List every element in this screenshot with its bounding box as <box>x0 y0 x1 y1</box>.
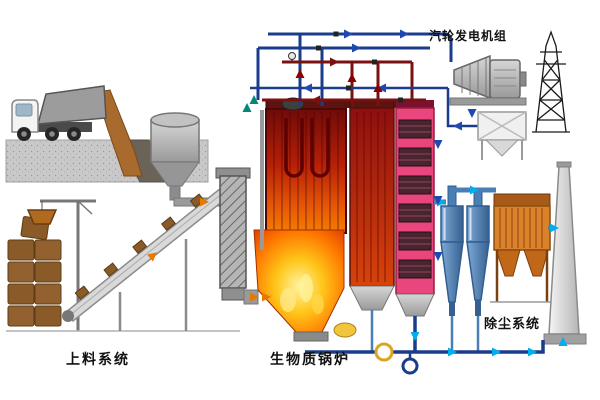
booster-fan <box>401 357 419 375</box>
boiler-furnace <box>253 97 357 342</box>
condenser <box>477 111 527 160</box>
flow-arrow <box>410 332 420 341</box>
bucket-elevator <box>215 167 259 305</box>
label-feeding-system: 上料系统 <box>66 351 130 367</box>
dumped-material <box>95 89 143 177</box>
flow-arrow <box>352 43 361 53</box>
truck-wheels <box>17 127 81 141</box>
label-biomass-boiler: 生物质锅炉 <box>270 351 350 367</box>
conveyor-material <box>74 193 205 300</box>
furnace-flame-zone <box>253 229 345 333</box>
flow-arrow <box>344 29 353 39</box>
heat-exchanger-modules <box>398 119 432 279</box>
flow-arrow <box>303 83 312 93</box>
flow-arrow <box>467 109 477 118</box>
flow-arrow <box>433 252 443 261</box>
chimney <box>543 161 587 345</box>
grab-claw <box>26 209 58 225</box>
feed-silo <box>150 112 223 207</box>
flow-arrow <box>400 29 409 39</box>
induced-draft-fan <box>374 342 394 362</box>
transmission-tower <box>532 30 570 133</box>
turbine-casing <box>453 54 491 100</box>
flue-gas-duct <box>305 340 545 375</box>
economizer-section <box>395 100 435 352</box>
flow-arrow <box>433 140 443 149</box>
flow-arrow <box>528 347 537 357</box>
boiler-second-pass <box>349 99 396 352</box>
flow-arrow <box>453 121 462 131</box>
flow-arrow <box>295 69 305 78</box>
pressure-gauge <box>288 52 296 62</box>
steam-turbine-generator <box>449 54 527 106</box>
flow-arrow <box>347 73 357 82</box>
dump-truck <box>11 85 107 141</box>
truck-tipper-bed <box>36 85 107 125</box>
flow-arrow <box>330 57 339 67</box>
label-turbine-generator: 汽轮发电机组 <box>429 29 508 43</box>
flow-arrow <box>492 347 501 357</box>
flow-arrow <box>242 103 252 112</box>
cyclone-separators <box>434 185 496 352</box>
bale-stack <box>7 216 62 327</box>
bag-filter <box>490 193 555 303</box>
pipe-valves <box>316 31 403 103</box>
label-dust-removal: 除尘系统 <box>484 316 541 331</box>
generator-body <box>489 59 521 99</box>
